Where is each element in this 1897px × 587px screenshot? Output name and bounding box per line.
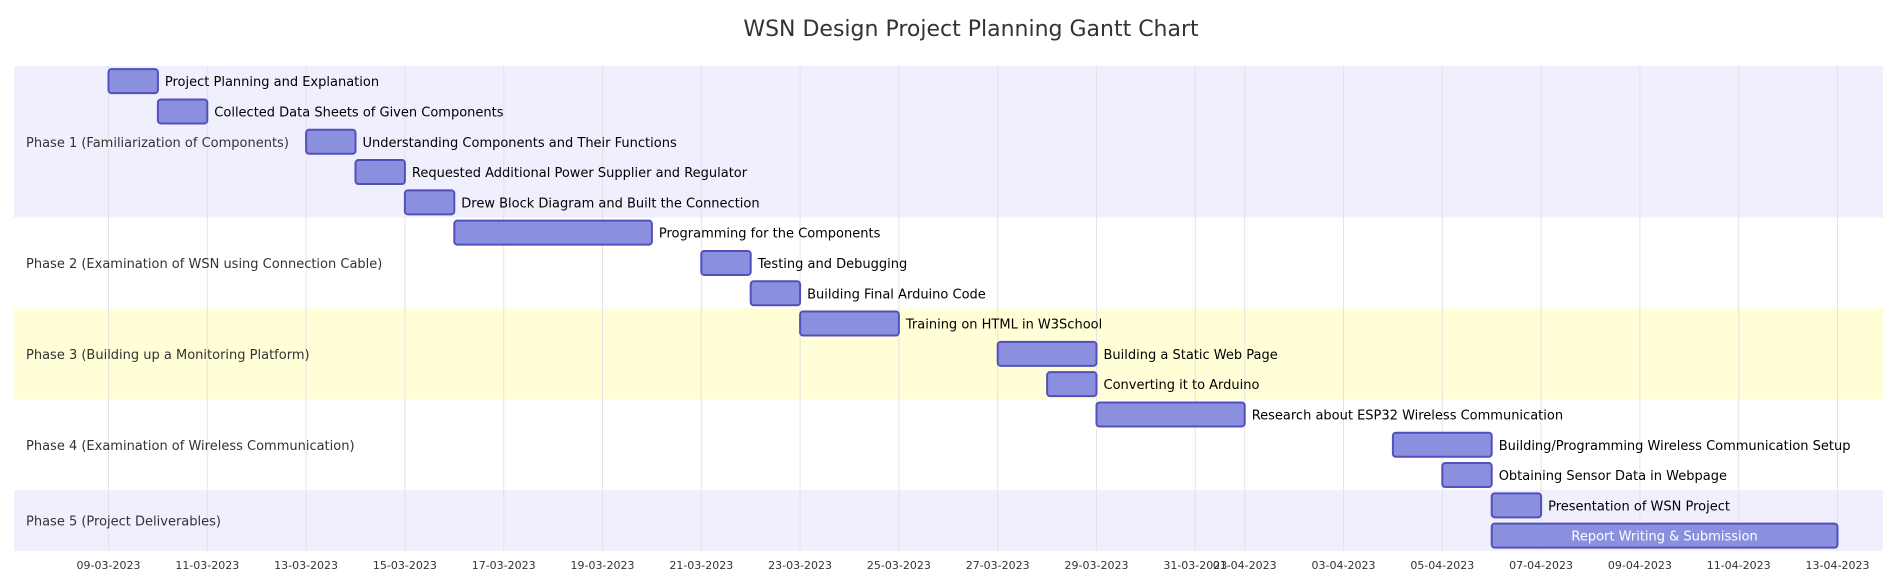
grid-lines <box>108 66 1838 551</box>
task-bar <box>700 249 752 276</box>
x-tick-label: 05-04-2023 <box>1410 559 1474 572</box>
x-tick-label: 09-03-2023 <box>77 559 141 572</box>
task-label: Presentation of WSN Project <box>1548 499 1730 514</box>
x-tick-label: 29-03-2023 <box>1065 559 1129 572</box>
x-tick-label: 07-04-2023 <box>1509 559 1573 572</box>
task-bar <box>453 219 653 246</box>
section-label: Phase 1 (Familiarization of Components) <box>26 136 289 151</box>
task-label: Report Writing & Submission <box>1571 530 1757 545</box>
chart-title: WSN Design Project Planning Gantt Chart <box>743 17 1199 42</box>
task-bar <box>1441 462 1493 489</box>
task-label: Training on HTML in W3School <box>905 318 1102 333</box>
x-tick-label: 25-03-2023 <box>867 559 931 572</box>
x-tick-label: 15-03-2023 <box>373 559 437 572</box>
x-tick-label: 27-03-2023 <box>966 559 1030 572</box>
x-tick-label: 13-03-2023 <box>274 559 338 572</box>
task-label: Research about ESP32 Wireless Communicat… <box>1252 408 1563 423</box>
task-bar <box>996 340 1098 367</box>
x-tick-label: 09-04-2023 <box>1608 559 1672 572</box>
task-bar <box>799 310 900 337</box>
x-tick-label: 21-03-2023 <box>669 559 733 572</box>
task-bars <box>107 68 1839 549</box>
task-bar <box>305 128 357 155</box>
x-tick-label: 11-04-2023 <box>1707 559 1771 572</box>
x-tick-label: 17-03-2023 <box>472 559 536 572</box>
task-bar <box>354 159 406 186</box>
section-band <box>14 217 1883 309</box>
x-tick-label: 19-03-2023 <box>571 559 635 572</box>
task-bar <box>1490 522 1839 549</box>
task-label: Understanding Components and Their Funct… <box>363 136 677 151</box>
x-tick-label: 11-03-2023 <box>175 559 239 572</box>
task-bar <box>1391 431 1493 458</box>
task-label: Building a Static Web Page <box>1104 348 1278 363</box>
task-label: Converting it to Arduino <box>1104 378 1260 393</box>
x-tick-label: 31-03-2023 <box>1163 559 1227 572</box>
task-bar <box>1490 492 1543 519</box>
x-tick-label: 01-04-2023 <box>1213 559 1277 572</box>
task-bar <box>107 68 159 95</box>
task-bar <box>156 98 209 125</box>
x-tick-label: 13-04-2023 <box>1806 559 1870 572</box>
task-bar <box>1095 401 1246 428</box>
task-labels: Project Planning and ExplanationCollecte… <box>165 75 1851 545</box>
task-bar <box>1046 371 1098 398</box>
section-band <box>14 308 1883 400</box>
section-bands <box>14 66 1883 551</box>
task-label: Building/Programming Wireless Communicat… <box>1499 439 1851 454</box>
section-labels: Phase 1 (Familiarization of Components) P… <box>26 136 382 530</box>
task-label: Requested Additional Power Supplier and … <box>412 166 748 181</box>
task-bar <box>749 280 802 307</box>
section-label: Phase 3 (Building up a Monitoring Platfo… <box>26 348 310 363</box>
task-bar <box>403 189 456 216</box>
task-label: Testing and Debugging <box>757 257 908 272</box>
x-tick-label: 03-04-2023 <box>1312 559 1376 572</box>
task-label: Programming for the Components <box>659 227 881 242</box>
task-label: Project Planning and Explanation <box>165 75 379 90</box>
x-tick-label: 23-03-2023 <box>768 559 832 572</box>
section-label: Phase 5 (Project Deliverables) <box>26 515 221 530</box>
task-label: Collected Data Sheets of Given Component… <box>214 105 503 120</box>
task-label: Obtaining Sensor Data in Webpage <box>1499 469 1727 484</box>
task-label: Building Final Arduino Code <box>807 287 986 302</box>
section-label: Phase 2 (Examination of WSN using Connec… <box>26 257 382 272</box>
x-axis: 09-03-2023 11-03-2023 13-03-2023 15-03-2023… <box>77 559 1870 572</box>
section-label: Phase 4 (Examination of Wireless Communi… <box>26 439 355 454</box>
task-label: Drew Block Diagram and Built the Connect… <box>461 196 759 211</box>
section-band <box>14 399 1883 491</box>
